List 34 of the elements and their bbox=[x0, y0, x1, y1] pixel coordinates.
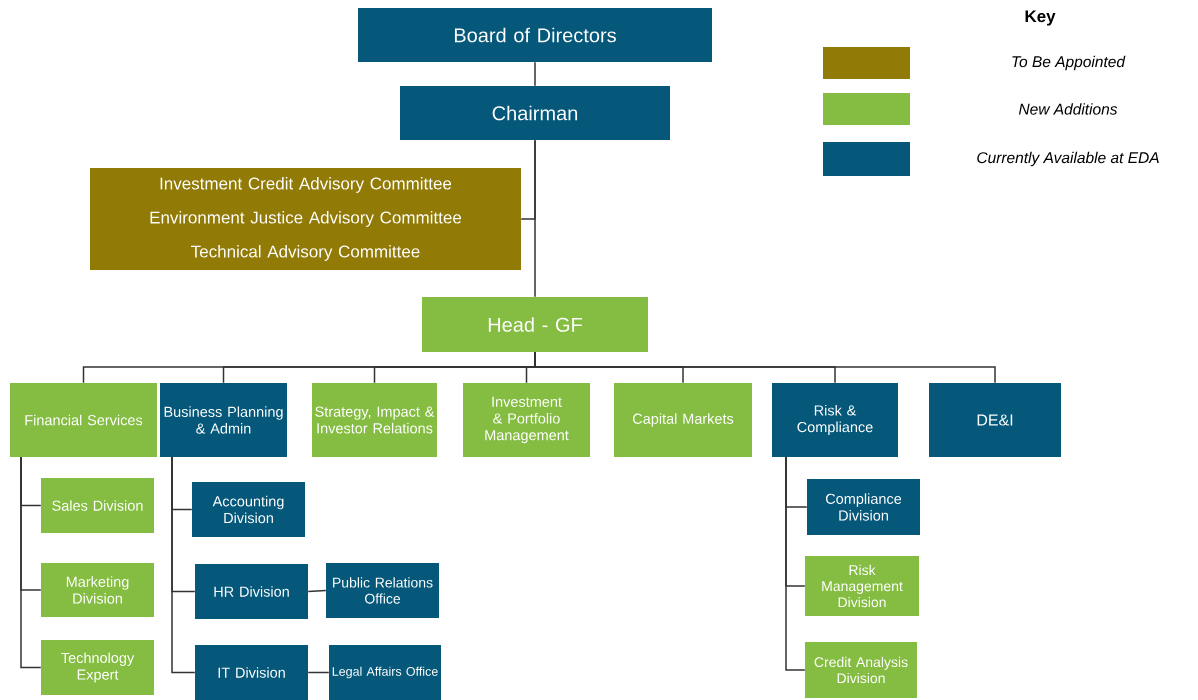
org-box: IT Division bbox=[195, 645, 308, 700]
connector-line bbox=[171, 456, 196, 674]
org-box: Sales Division bbox=[41, 478, 154, 533]
connector-line bbox=[534, 139, 536, 298]
org-box: Credit Analysis Division bbox=[805, 642, 917, 698]
org-box: Legal Affairs Office bbox=[329, 645, 441, 700]
org-box: Risk Management Division bbox=[805, 556, 919, 616]
org-box: Head - GF bbox=[422, 297, 648, 352]
legend-text: Currently Available at EDA bbox=[977, 151, 1159, 167]
connector-line bbox=[20, 456, 42, 669]
org-box: Public Relations Office bbox=[326, 563, 439, 618]
org-box: Compliance Division bbox=[807, 479, 920, 535]
org-box: Business Planning & Admin bbox=[160, 383, 287, 457]
org-box: Investment & Portfolio Management bbox=[463, 383, 590, 457]
org-box: Marketing Division bbox=[41, 563, 154, 617]
org-box: Capital Markets bbox=[614, 383, 752, 457]
connector-line bbox=[534, 351, 996, 384]
legend-title: Key bbox=[1025, 10, 1056, 26]
org-box: Risk & Compliance bbox=[772, 383, 898, 457]
committee-box: Investment Credit Advisory Committee Environment Justice Advisory Committee Technical Advisory Committee bbox=[90, 168, 521, 270]
legend-text: To Be Appointed bbox=[1012, 55, 1126, 71]
org-box: HR Division bbox=[195, 564, 308, 619]
connector-line bbox=[307, 589, 327, 593]
org-box: DE&I bbox=[929, 383, 1061, 457]
org-box: Accounting Division bbox=[192, 482, 305, 537]
legend-text: New Additions bbox=[1018, 103, 1118, 115]
connector-line bbox=[785, 456, 806, 671]
org-box: Strategy, Impact & Investor Relations bbox=[312, 383, 437, 457]
connector-line bbox=[307, 671, 330, 674]
connector-line bbox=[534, 61, 536, 87]
org-box: Board of Directors bbox=[358, 8, 712, 62]
org-box: Technology Expert bbox=[41, 640, 154, 695]
org-box: Chairman bbox=[400, 86, 670, 140]
org-box: Financial Services bbox=[10, 383, 157, 457]
